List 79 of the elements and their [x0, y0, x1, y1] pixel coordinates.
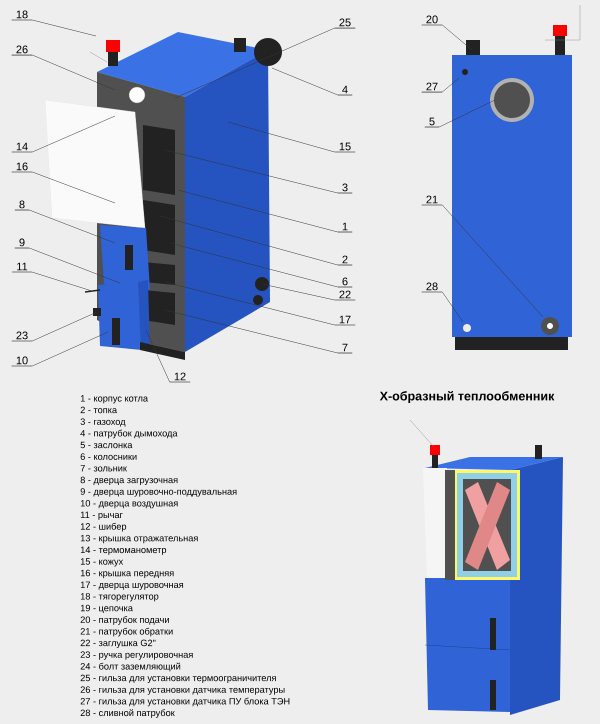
leader-line: [439, 100, 496, 128]
leader-line: [262, 284, 335, 300]
legend-item: 20 - патрубок подачи: [80, 616, 169, 625]
leader-line: [442, 204, 544, 318]
leader-line: [32, 272, 92, 292]
legend-item: 7 - зольник: [80, 465, 127, 472]
callout-number: 12: [169, 372, 191, 382]
legend-item: 14 - термоманометр: [80, 546, 166, 555]
callout-number: 22: [334, 290, 356, 300]
callout-number: 3: [337, 184, 353, 194]
leader-line: [442, 24, 472, 50]
legend-item: 21 - патрубок обратки: [80, 628, 173, 636]
leader-line: [178, 190, 338, 232]
callout-number: 18: [11, 10, 33, 20]
leader-line: [32, 54, 116, 90]
leader-line: [146, 330, 170, 382]
legend-item: 28 - сливной патрубок: [80, 709, 175, 718]
legend-item: 4 - патрубок дымохода: [80, 430, 178, 438]
legend-item: 10 - дверца воздушная: [80, 500, 178, 508]
legend-item: 9 - дверца шуровочно-поддувальная: [80, 488, 236, 497]
leader-line: [164, 282, 335, 326]
callout-number: 20: [421, 16, 443, 26]
leader-line: [32, 172, 116, 204]
heading: Х-образный теплообменник: [380, 391, 554, 403]
callout-number: 7: [337, 344, 353, 354]
leader-line: [174, 28, 335, 98]
legend-item: 24 - болт заземляющий: [80, 662, 180, 672]
legend-item: 26 - гильза для установки датчика температуры: [80, 686, 284, 695]
leader-line: [228, 122, 335, 152]
callout-number: 17: [334, 316, 356, 326]
leader-line: [29, 210, 116, 244]
leader-line: [170, 242, 338, 288]
legend-item: 13 - крышка отражательная: [80, 534, 198, 544]
callout-number: 28: [421, 282, 443, 292]
callout-number: 26: [11, 46, 33, 56]
callout-number: 2: [337, 256, 353, 266]
legend-item: 11 - рычаг: [80, 512, 123, 520]
callout-number: 6: [337, 278, 353, 288]
legend-item: 18 - тягорегулятор: [80, 593, 158, 602]
leader-line: [442, 292, 464, 322]
leader-line: [164, 310, 338, 354]
legend-item: 23 - ручка регулировочная: [80, 651, 193, 660]
leader-line: [272, 68, 338, 96]
callout-number: 14: [11, 142, 33, 152]
callout-number: 25: [334, 18, 356, 28]
legend-item: 19 - цепочка: [80, 604, 133, 614]
legend-item: 12 - шибер: [80, 522, 126, 532]
legend-item: 6 - колосники: [80, 453, 136, 460]
legend-item: 17 - дверца шуровочная: [80, 582, 184, 590]
leader-line: [32, 312, 98, 342]
legend-item: 27 - гильза для установки датчика ПУ блока ТЭН: [80, 698, 290, 706]
callout-number: 15: [334, 142, 356, 152]
leader-line: [32, 332, 108, 366]
legend-item: 8 - дверца загрузочная: [80, 476, 178, 486]
callout-number: 10: [11, 356, 33, 366]
callout-number: 16: [11, 162, 33, 172]
leader-line: [164, 150, 338, 194]
callout-number: 1: [337, 222, 353, 232]
leader-line: [29, 248, 120, 284]
legend-item: 2 - топка: [80, 406, 118, 414]
legend-item: 3 - газоход: [80, 418, 126, 427]
legend-item: 1 - корпус котла: [80, 395, 148, 404]
callout-number: 9: [14, 238, 30, 248]
legend-item: 15 - кожух: [80, 558, 124, 567]
leader-line: [32, 116, 116, 152]
callout-number: 8: [14, 200, 30, 210]
legend-item: 22 - заглушка G2": [80, 640, 156, 648]
callout-number: 27: [421, 82, 443, 92]
leader-line: [32, 20, 96, 36]
leader-line: [160, 216, 338, 266]
legend-item: 5 - заслонка: [80, 442, 132, 448]
legend-item: 25 - гильза для установки термоограничителя: [80, 674, 276, 684]
leader-line: [442, 78, 460, 92]
callout-number: 23: [11, 332, 33, 342]
callout-number: 4: [337, 86, 353, 96]
callout-number: 5: [424, 118, 440, 128]
callout-number: 21: [421, 196, 443, 206]
callout-number: 11: [12, 262, 32, 272]
legend-item: 16 - крышка передняя: [80, 570, 174, 578]
